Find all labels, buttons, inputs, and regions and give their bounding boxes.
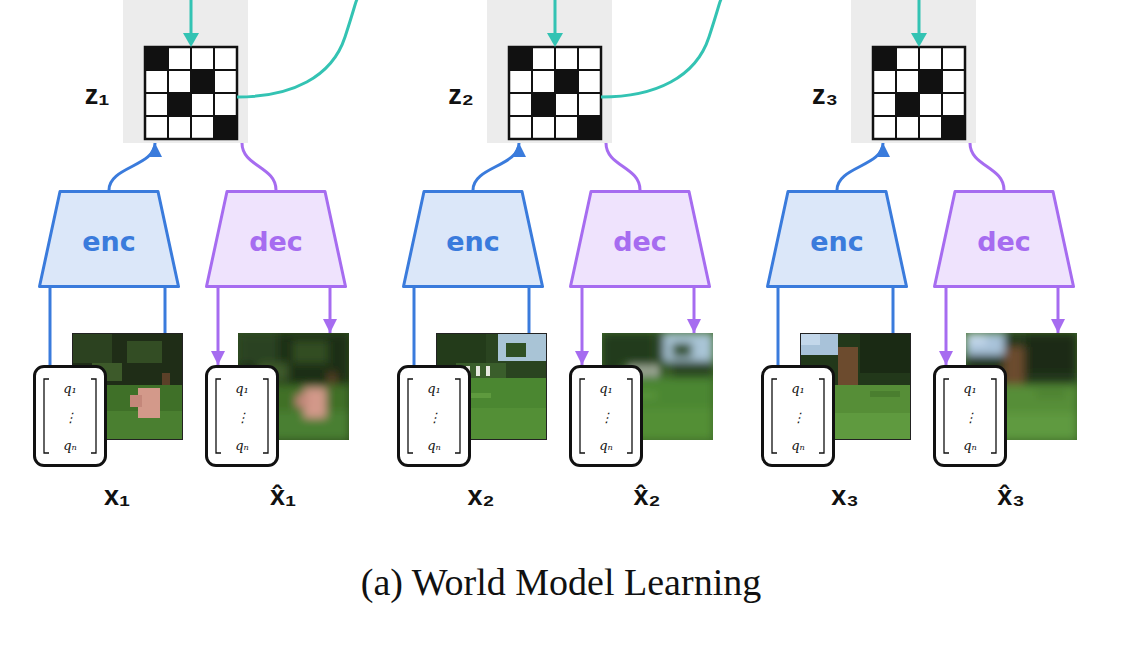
vector-entry: q₁: [963, 380, 977, 398]
frame-label: x̂₂: [617, 481, 677, 512]
recurrent-output-line: [601, 0, 723, 97]
vector-entry: ⋮: [792, 409, 805, 427]
reconstructed-frame: x̂₃: [966, 333, 1077, 440]
vector-entry: q₁: [235, 380, 249, 398]
connector: [945, 288, 948, 365]
connector: [109, 143, 155, 190]
latent-state: z₃: [851, 0, 976, 143]
block-label: dec: [977, 222, 1031, 257]
connector: [606, 143, 640, 190]
frame-label: x₁: [87, 481, 147, 512]
block-label: enc: [446, 222, 500, 257]
vector-entry: ⋮: [428, 409, 441, 427]
vector-entry: qₙ: [791, 437, 805, 455]
vector-brackets: [408, 379, 460, 453]
vector-entry: q₁: [791, 380, 805, 398]
block-label: enc: [810, 222, 864, 257]
latent-label: z₂: [441, 80, 481, 111]
input-vector: q₁ ⋮ qₙ: [397, 365, 471, 467]
connector: [473, 143, 519, 190]
decoder-block: dec: [569, 190, 711, 288]
connector: [413, 288, 416, 365]
trapezoid-shape: [404, 192, 543, 287]
trapezoid-shape: [571, 192, 710, 287]
latent-label: z₃: [805, 80, 845, 111]
vector-entry: ⋮: [64, 409, 77, 427]
connector: [217, 288, 220, 365]
trapezoid-shape: [207, 192, 346, 287]
reconstructed-vector: q₁ ⋮ qₙ: [933, 365, 1007, 467]
trapezoid-shape: [935, 192, 1074, 287]
frame-label: x̂₁: [253, 481, 313, 512]
reconstructed-frame: x̂₂: [602, 333, 713, 440]
connector: [581, 288, 584, 365]
encoder-block: enc: [766, 190, 908, 288]
vector-entry: qₙ: [235, 437, 249, 455]
connector-group: [50, 143, 1058, 365]
connector: [970, 143, 1004, 190]
connector: [528, 288, 531, 333]
input-vector: q₁ ⋮ qₙ: [33, 365, 107, 467]
figure-caption: (a) World Model Learning: [0, 560, 1122, 604]
vector-entry: ⋮: [964, 409, 977, 427]
vector-entry: q₁: [599, 380, 613, 398]
vector-entry: qₙ: [963, 437, 977, 455]
trapezoid-shape: [40, 192, 179, 287]
input-frame: x₃: [800, 333, 911, 440]
latent-grid: [145, 47, 237, 139]
vector-entry: qₙ: [599, 437, 613, 455]
input-frame: x₂: [436, 333, 547, 440]
recurrent-input-arrow: [547, 0, 563, 47]
vector-entry: ⋮: [236, 409, 249, 427]
vector-entry: q₁: [427, 380, 441, 398]
reconstructed-vector: q₁ ⋮ qₙ: [205, 365, 279, 467]
block-label: enc: [82, 222, 136, 257]
block-label: dec: [249, 222, 303, 257]
input-frame: x₁: [72, 333, 183, 440]
connector: [1057, 288, 1060, 333]
vector-brackets: [772, 379, 824, 453]
vector-brackets: [44, 379, 96, 453]
connector: [164, 288, 167, 333]
connector: [693, 288, 696, 333]
trapezoid-shape: [768, 192, 907, 287]
vector-entry: qₙ: [63, 437, 77, 455]
vector-entry: ⋮: [600, 409, 613, 427]
frame-label: x₃: [815, 481, 875, 512]
encoder-block: enc: [402, 190, 544, 288]
connector: [892, 288, 895, 333]
connector: [329, 288, 332, 333]
vector-brackets: [216, 379, 268, 453]
recurrent-input-arrow: [183, 0, 199, 47]
latent-grid: [873, 47, 965, 139]
connector: [242, 143, 276, 190]
reconstructed-frame: x̂₁: [238, 333, 349, 440]
vector-entry: q₁: [63, 380, 77, 398]
encoder-block: enc: [38, 190, 180, 288]
vector-brackets: [580, 379, 632, 453]
frame-label: x₂: [451, 481, 511, 512]
recurrent-input-arrow: [911, 0, 927, 47]
connector: [49, 288, 52, 365]
latent-grid: [509, 47, 601, 139]
connector: [837, 143, 883, 190]
recurrent-output-line: [237, 0, 359, 97]
decoder-block: dec: [205, 190, 347, 288]
frame-label: x̂₃: [981, 481, 1041, 512]
input-vector: q₁ ⋮ qₙ: [761, 365, 835, 467]
vector-brackets: [944, 379, 996, 453]
block-label: dec: [613, 222, 667, 257]
latent-label: z₁: [77, 80, 117, 111]
vector-entry: qₙ: [427, 437, 441, 455]
decoder-block: dec: [933, 190, 1075, 288]
reconstructed-vector: q₁ ⋮ qₙ: [569, 365, 643, 467]
latent-state: z₁: [123, 0, 248, 143]
latent-state: z₂: [487, 0, 612, 143]
connector: [777, 288, 780, 365]
